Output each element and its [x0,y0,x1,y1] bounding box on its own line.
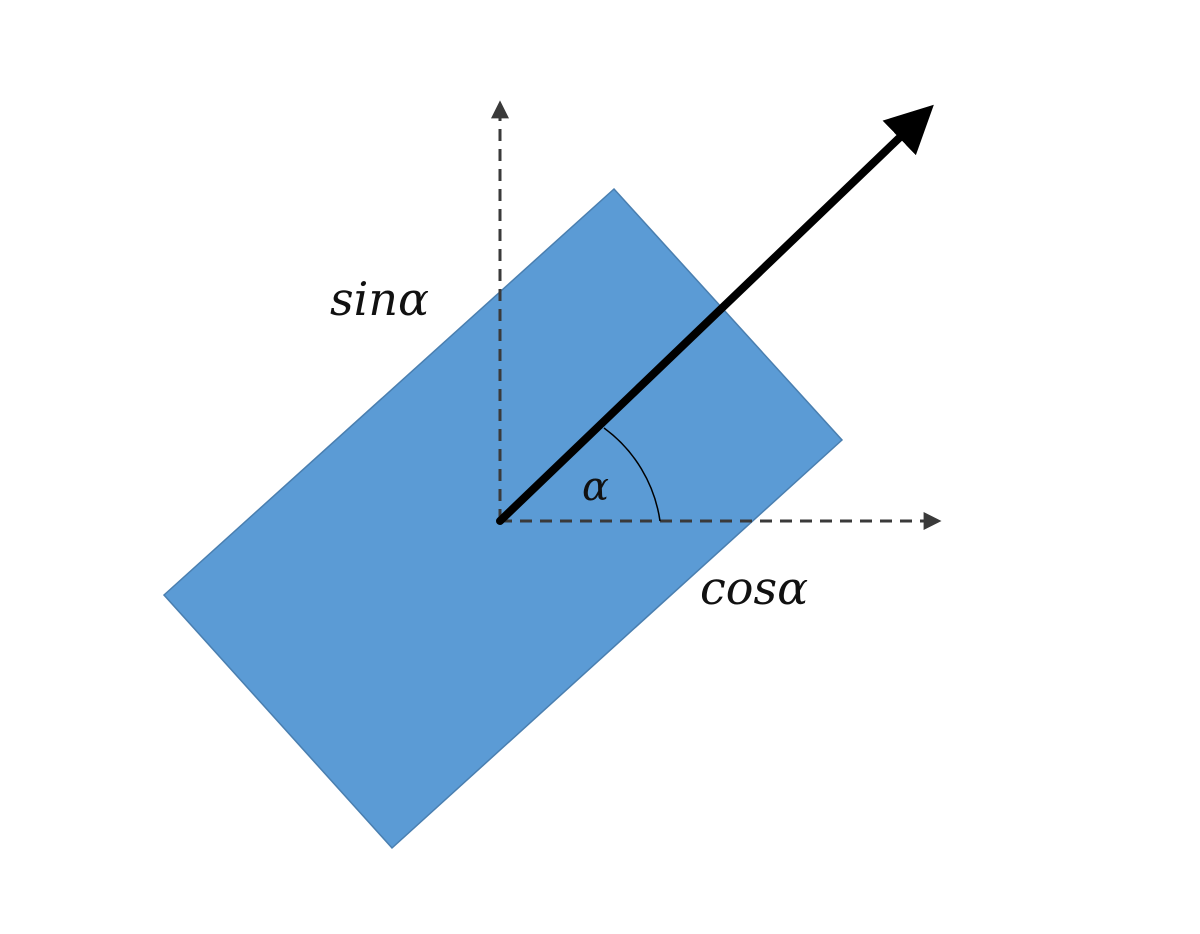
cos-label: cosα [700,561,808,615]
direction-vector-arrow [496,104,934,525]
angle-label: α [582,464,609,510]
sin-label: sinα [330,272,429,326]
angle-arc [603,427,661,522]
